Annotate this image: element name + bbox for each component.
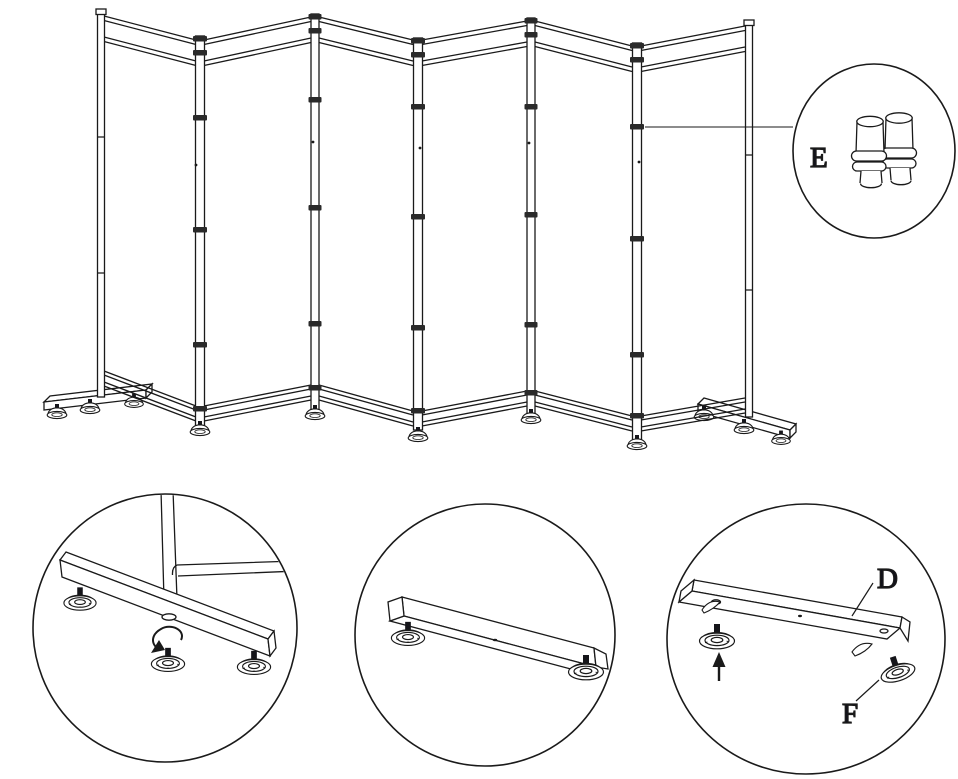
pole-6 [630, 42, 644, 442]
hinge-connector-pair-icon [850, 112, 918, 189]
detail-circle-outline [354, 503, 616, 767]
center-screw-hole [492, 638, 498, 642]
washer-clip [701, 600, 721, 614]
foot-icon [626, 434, 648, 451]
pole-5 [524, 17, 538, 417]
foot-icon [304, 404, 326, 421]
foot-bar-end-cap [678, 578, 695, 604]
pole-1 [95, 8, 107, 398]
part-label-f: F [842, 698, 858, 730]
main-frame-drawing [42, 8, 798, 451]
top-rails [103, 15, 746, 73]
detail-circle-screw-foot [32, 493, 298, 763]
bottom-rail [171, 560, 296, 577]
leader-line-d [851, 582, 874, 617]
part-label-e: E [810, 142, 828, 174]
foot-screw-hole [161, 613, 177, 621]
washer-clip [851, 642, 873, 657]
foot-icon [520, 408, 542, 425]
leader-line-f [855, 679, 880, 702]
foot-screw-hole [879, 628, 889, 634]
rotation-arrow-icon [151, 625, 183, 653]
up-arrow-icon [712, 652, 726, 681]
foot-bar-end-cap [899, 615, 911, 643]
center-screw-hole [798, 614, 802, 618]
detail-circle-outline [666, 503, 946, 775]
foot-bar-end-cap [387, 596, 405, 622]
bottom-rails [103, 370, 746, 432]
pole-2 [193, 35, 207, 427]
detail-circle-outline [32, 493, 298, 763]
foot-icon [407, 426, 429, 443]
pole-7 [743, 19, 755, 418]
pole-4 [411, 37, 425, 431]
pole-3 [308, 13, 322, 413]
foot-icon [189, 420, 211, 437]
foot-bar-end-cap [267, 629, 277, 658]
foot-bar-end-cap [593, 646, 609, 670]
part-label-d: D [877, 563, 898, 595]
detail-circle-feet-attached [354, 503, 616, 767]
detail-circle-foot-install: D F [666, 503, 946, 775]
callout-e: E [792, 63, 956, 239]
pole-hole-dots [194, 140, 641, 167]
